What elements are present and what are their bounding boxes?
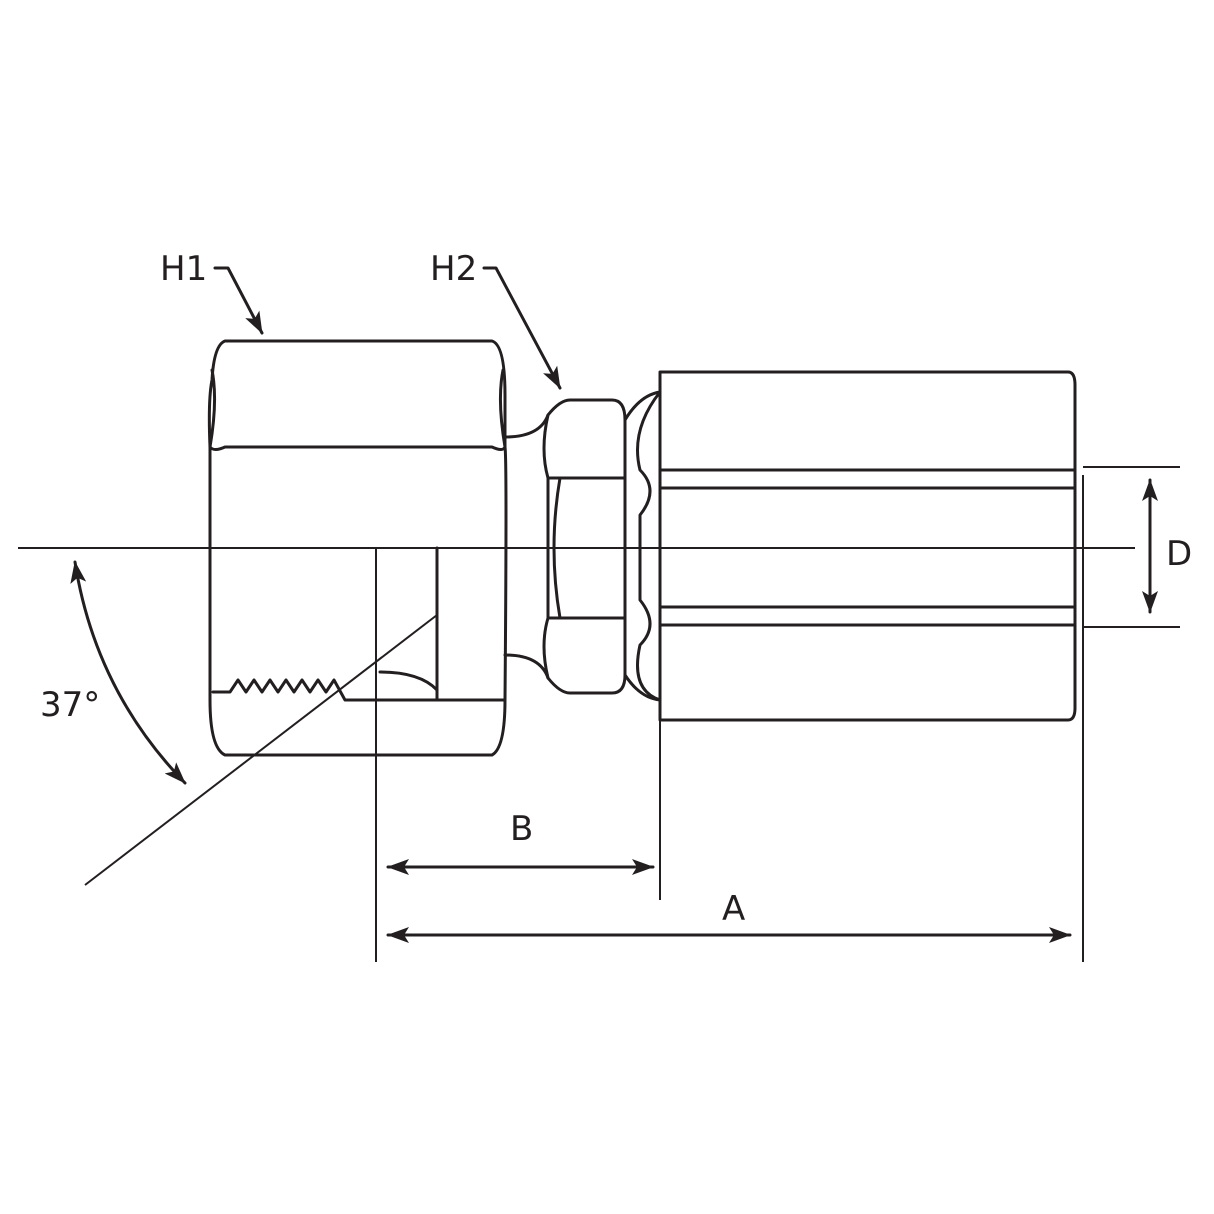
label-h2: H2 bbox=[430, 249, 477, 289]
label-dim-a: A bbox=[722, 889, 745, 929]
ferrule bbox=[636, 370, 1077, 722]
hose-hex bbox=[503, 390, 662, 702]
label-dim-b: B bbox=[510, 809, 533, 849]
label-angle: 37° bbox=[40, 685, 100, 725]
h1-leader bbox=[213, 266, 264, 335]
cone-angle-line bbox=[84, 614, 438, 886]
h2-leader bbox=[482, 266, 562, 390]
label-h1: H1 bbox=[160, 249, 207, 289]
angle-arc-arrow bbox=[70, 560, 187, 785]
swivel-nut bbox=[207, 339, 508, 757]
label-dim-d: D bbox=[1166, 534, 1192, 574]
